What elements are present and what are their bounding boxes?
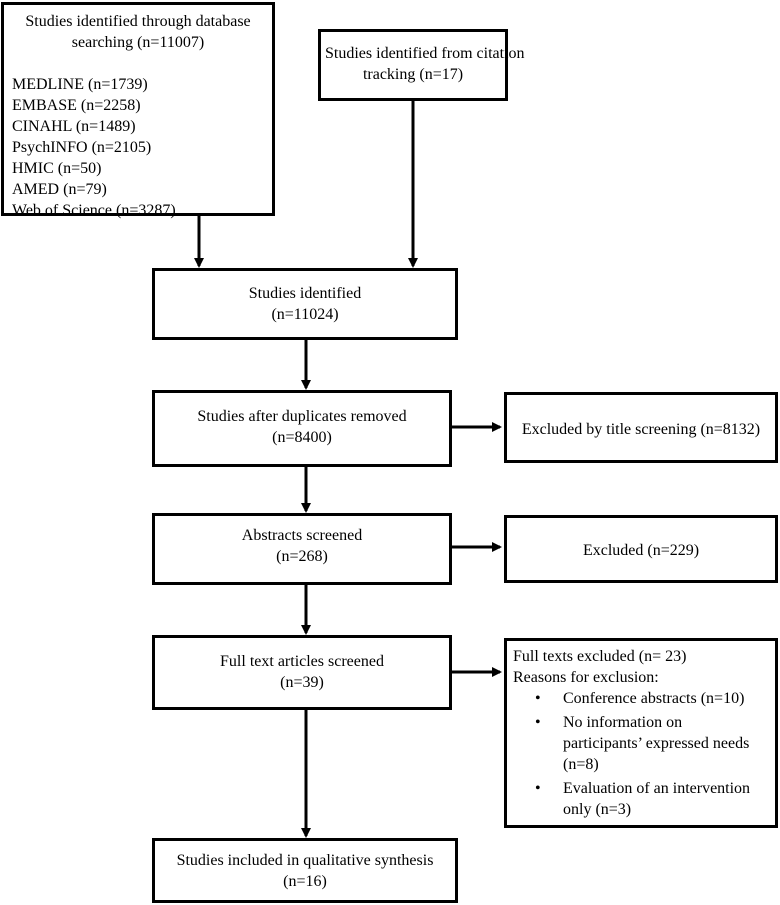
database-title-line-1: Studies identified through database bbox=[25, 13, 251, 30]
reason-evaluation-intervention: Evaluation of an intervention only (n=3) bbox=[513, 778, 769, 820]
reason-no-information: No information on participants’ expresse… bbox=[513, 712, 769, 775]
title-excluded-text: Excluded by title screening (n=8132) bbox=[521, 421, 761, 438]
included-line-2: (n=16) bbox=[283, 873, 327, 890]
source-medline: MEDLINE (n=1739) bbox=[12, 76, 148, 93]
source-web-of-science: Web of Science (n=3287) bbox=[12, 202, 176, 219]
abstracts-line-1: Abstracts screened bbox=[241, 527, 363, 544]
abstracts-line-2: (n=268) bbox=[276, 548, 328, 565]
database-title-line-2: searching (n=11007) bbox=[71, 34, 205, 51]
fulltext-line-1: Full text articles screened bbox=[220, 653, 384, 670]
source-cinahl: CINAHL (n=1489) bbox=[12, 118, 136, 135]
reason-2-line-1: No information on bbox=[563, 714, 683, 731]
abstracts-excluded-box: Excluded (n=229) bbox=[504, 515, 778, 583]
duplicates-line-2: (n=8400) bbox=[272, 429, 332, 446]
studies-included-box: Studies included in qualitative synthesi… bbox=[152, 838, 458, 903]
source-amed: AMED (n=79) bbox=[12, 181, 107, 198]
fulltext-line-2: (n=39) bbox=[280, 674, 324, 691]
title-screening-excluded-box: Excluded by title screening (n=8132) bbox=[504, 392, 778, 463]
database-search-box: Studies identified through database sear… bbox=[1, 2, 275, 219]
full-text-excluded-box: Full texts excluded (n= 23) Reasons for … bbox=[504, 638, 778, 828]
fulltext-excluded-title: Full texts excluded (n= 23) bbox=[513, 648, 687, 665]
reason-3-line-1: Evaluation of an intervention bbox=[563, 780, 751, 797]
source-psychinfo: PsychINFO (n=2105) bbox=[12, 139, 152, 156]
identified-line-1: Studies identified bbox=[248, 285, 362, 302]
reason-conference-abstracts: Conference abstracts (n=10) bbox=[513, 688, 769, 709]
identified-line-2: (n=11024) bbox=[271, 306, 339, 323]
reason-2-line-3: (n=8) bbox=[563, 756, 599, 773]
duplicates-line-1: Studies after duplicates removed bbox=[197, 408, 407, 425]
studies-identified-box: Studies identified (n=11024) bbox=[152, 268, 458, 340]
reason-2-line-2: participants’ expressed needs bbox=[563, 735, 750, 752]
full-text-screened-box: Full text articles screened (n=39) bbox=[152, 635, 452, 710]
reasons-label: Reasons for exclusion: bbox=[513, 669, 659, 686]
abstracts-excluded-text: Excluded (n=229) bbox=[582, 542, 700, 559]
citation-line-2: tracking (n=17) bbox=[362, 66, 464, 83]
source-embase: EMBASE (n=2258) bbox=[12, 97, 141, 114]
reason-3-line-2: only (n=3) bbox=[563, 801, 632, 818]
exclusion-reasons-list: Conference abstracts (n=10) No informati… bbox=[513, 688, 769, 820]
source-hmic: HMIC (n=50) bbox=[12, 160, 102, 177]
citation-line-1: Studies identified from citation bbox=[325, 45, 525, 62]
citation-tracking-box: Studies identified from citation trackin… bbox=[318, 29, 525, 101]
reason-1-line-1: Conference abstracts (n=10) bbox=[563, 690, 745, 707]
abstracts-screened-box: Abstracts screened (n=268) bbox=[152, 513, 452, 585]
duplicates-removed-box: Studies after duplicates removed (n=8400… bbox=[152, 390, 452, 467]
included-line-1: Studies included in qualitative synthesi… bbox=[176, 852, 434, 869]
